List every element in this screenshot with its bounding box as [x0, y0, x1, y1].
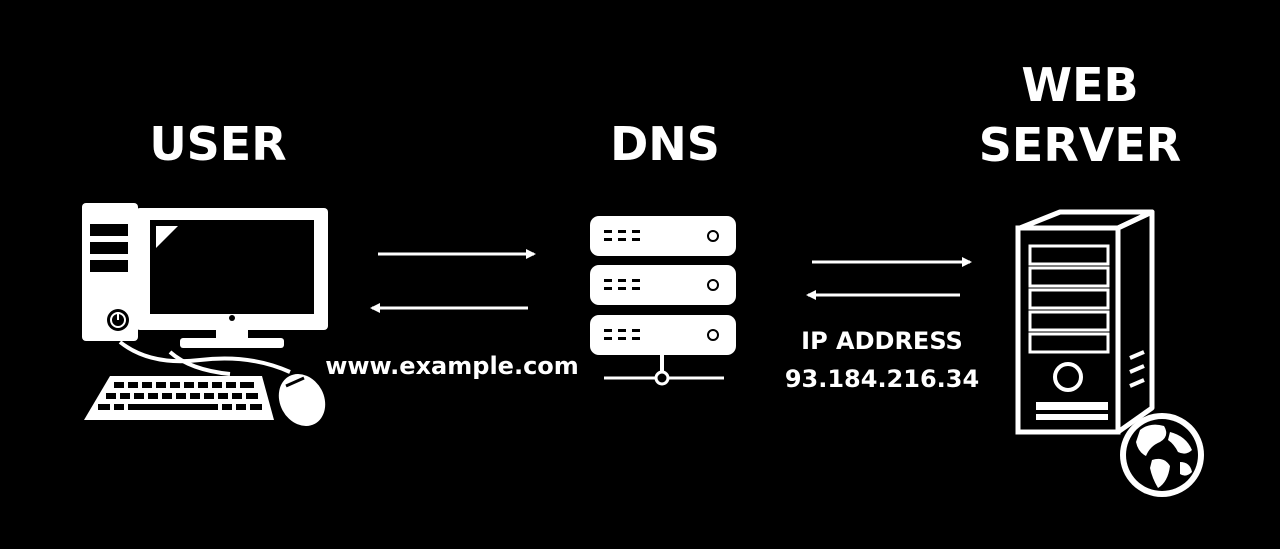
globe-icon [1120, 413, 1204, 497]
ip-address-value: 93.184.216.34 [784, 365, 980, 393]
web-server-title-line2: SERVER [978, 118, 1182, 172]
user-title: USER [149, 117, 287, 171]
tower-server-icon [1015, 209, 1155, 435]
domain-label: www.example.com [325, 352, 579, 380]
web-server-title-line1: WEB [1021, 58, 1139, 112]
server-rack-icon [590, 216, 736, 386]
ip-address-label: IP ADDRESS [801, 327, 963, 355]
desktop-computer-icon [82, 203, 328, 426]
dns-title: DNS [610, 117, 720, 171]
